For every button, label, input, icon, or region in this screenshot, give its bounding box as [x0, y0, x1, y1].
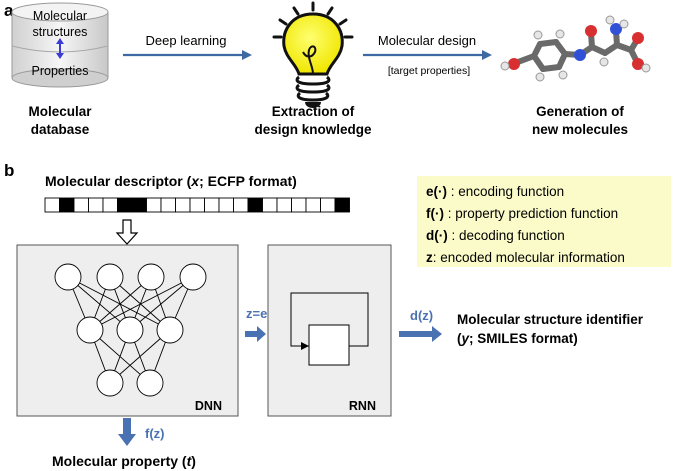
bit-cell	[102, 197, 118, 213]
bit-cell	[291, 197, 307, 213]
molecule-caption-line1: Generation of	[536, 104, 624, 119]
output-line1: Molecular structure identifier	[457, 312, 644, 327]
nn-node	[116, 316, 144, 344]
hollow-down-arrow-icon	[115, 219, 139, 245]
legend-entry: f(·) : property prediction function	[426, 206, 618, 221]
legend: e(·) : encoding function f(·) : property …	[426, 184, 625, 265]
molecular-design-label: Molecular design	[378, 33, 476, 48]
nn-node	[156, 316, 184, 344]
target-properties-label: [target properties]	[388, 65, 470, 77]
nn-edge	[129, 276, 194, 331]
descriptor-title: Molecular descriptor (x; ECFP format)	[45, 173, 297, 189]
db-text-molecular: Molecular	[33, 9, 87, 23]
db-text-properties: Properties	[32, 64, 89, 78]
ecfp-bit-vector	[44, 197, 350, 213]
bit-cell	[160, 197, 176, 213]
bit-cell	[262, 197, 278, 213]
molecule-caption-line2: new molecules	[532, 122, 628, 137]
neural-network-diagram	[54, 263, 207, 397]
light-bulb-icon	[272, 1, 354, 108]
deep-learning-arrow	[123, 50, 252, 60]
bit-cell	[73, 197, 89, 213]
db-caption-line1: Molecular	[28, 104, 92, 119]
bit-cell	[59, 197, 75, 213]
nn-node	[137, 263, 165, 291]
bit-cell	[320, 197, 336, 213]
panel-b-label: b	[4, 161, 14, 180]
bit-cell	[117, 197, 133, 213]
legend-entry: z: encoded molecular information	[426, 250, 625, 265]
nn-node	[136, 369, 164, 397]
bit-cell	[44, 197, 60, 213]
bit-cell	[305, 197, 321, 213]
bit-cell	[247, 197, 263, 213]
d-arrow-icon	[399, 326, 442, 342]
rnn-loop-diagram	[290, 292, 369, 366]
nn-edge	[89, 276, 152, 331]
rnn-cell	[308, 324, 350, 366]
bulb-caption-line1: Extraction of	[272, 104, 355, 119]
bit-cell	[131, 197, 147, 213]
bit-cell	[204, 197, 220, 213]
db-caption-line2: database	[31, 122, 90, 137]
bulb-caption-line2: design knowledge	[254, 122, 372, 137]
legend-box	[417, 176, 671, 267]
output-line2: (y; SMILES format)	[457, 331, 578, 346]
bit-cell	[175, 197, 191, 213]
nn-node	[179, 263, 207, 291]
dnn-label: DNN	[195, 399, 222, 413]
bit-cell	[233, 197, 249, 213]
z-arrow-icon	[245, 326, 266, 342]
bit-cell	[334, 197, 350, 213]
bit-cell	[189, 197, 205, 213]
molecular-property-label: Molecular property (t)	[52, 453, 196, 469]
bit-cell	[88, 197, 104, 213]
deep-learning-label: Deep learning	[146, 33, 227, 48]
molecular-design-arrow	[363, 50, 492, 60]
f-arrow-icon	[118, 418, 136, 446]
panel-a-label: a	[4, 1, 14, 20]
nn-edge	[67, 276, 171, 331]
nn-node	[54, 263, 82, 291]
f-property-label: f(z)	[145, 426, 165, 441]
legend-entry: d(·) : decoding function	[426, 228, 565, 243]
bit-cell	[276, 197, 292, 213]
nn-edge	[89, 276, 194, 331]
db-text-structures: structures	[33, 25, 88, 39]
nn-edge	[67, 276, 131, 331]
nn-node	[96, 369, 124, 397]
bit-cell	[146, 197, 162, 213]
bit-cell	[218, 197, 234, 213]
database-icon	[11, 2, 109, 88]
rnn-label: RNN	[349, 399, 376, 413]
molecule-model-icon	[500, 15, 651, 82]
d-decoding-label: d(z)	[410, 308, 433, 323]
nn-node	[96, 263, 124, 291]
legend-entry: e(·) : encoding function	[426, 184, 564, 199]
nn-node	[76, 316, 104, 344]
